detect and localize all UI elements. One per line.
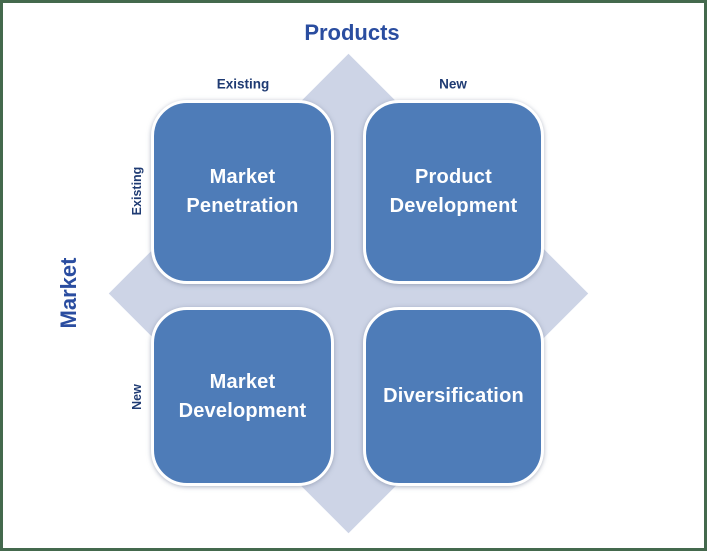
row-label-existing: Existing [130,166,144,216]
quadrant-market-development: Market Development [151,307,334,486]
quadrant-diversification: Diversification [363,307,544,486]
products-axis-title: Products [304,20,400,45]
column-label-new: New [439,76,467,92]
quadrant-market-penetration: Market Penetration [151,100,334,284]
quadrant-product-development: Product Development [363,100,544,284]
market-axis-title: Market [56,257,81,329]
row-label-new: New [130,384,144,410]
column-label-existing: Existing [216,76,270,92]
